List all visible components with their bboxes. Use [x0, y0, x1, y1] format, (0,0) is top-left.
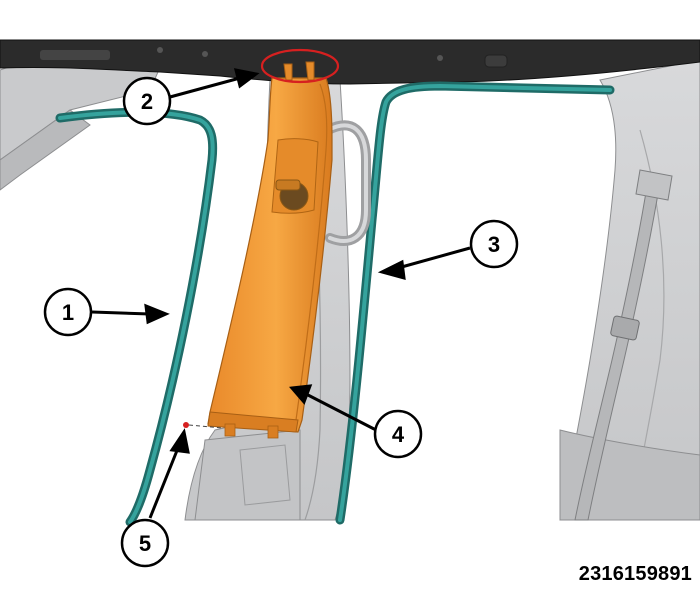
fastener-leader: [188, 424, 223, 429]
lower-sill-detail: [194, 429, 301, 521]
pillar-trim-panel: [207, 61, 333, 439]
headliner-clip-c: [437, 55, 443, 61]
callout-4-label: 4: [392, 422, 405, 447]
clip-highlight-circle: [260, 48, 340, 84]
seat-belt-anchor: [635, 169, 673, 201]
assist-handle-highlight: [326, 123, 368, 243]
rear-weatherstrip-highlight: [338, 83, 612, 522]
callout-5-label: 5: [139, 531, 151, 556]
fastener-dot: [183, 422, 189, 428]
callout-4: 4: [373, 409, 423, 459]
callout-3: 3: [469, 219, 519, 269]
callout-1-label: 1: [62, 300, 74, 325]
seat-belt: [574, 179, 661, 521]
headliner-clip-a: [157, 47, 163, 53]
lower-sill-bracket: [239, 444, 291, 506]
headliner-slot-right: [484, 54, 508, 68]
headliner-slot-left: [40, 50, 110, 60]
callout-2-label: 2: [141, 89, 153, 114]
callout-1: 1: [43, 287, 93, 337]
headliner-clip-b: [202, 51, 208, 57]
callout-2: 2: [122, 76, 172, 126]
callout-3-label: 3: [488, 232, 500, 257]
callout-5: 5: [120, 518, 170, 568]
figure-id: 2316159891: [578, 563, 692, 585]
callout-arrows: [91, 68, 471, 519]
seat-belt-buckle: [610, 315, 640, 341]
